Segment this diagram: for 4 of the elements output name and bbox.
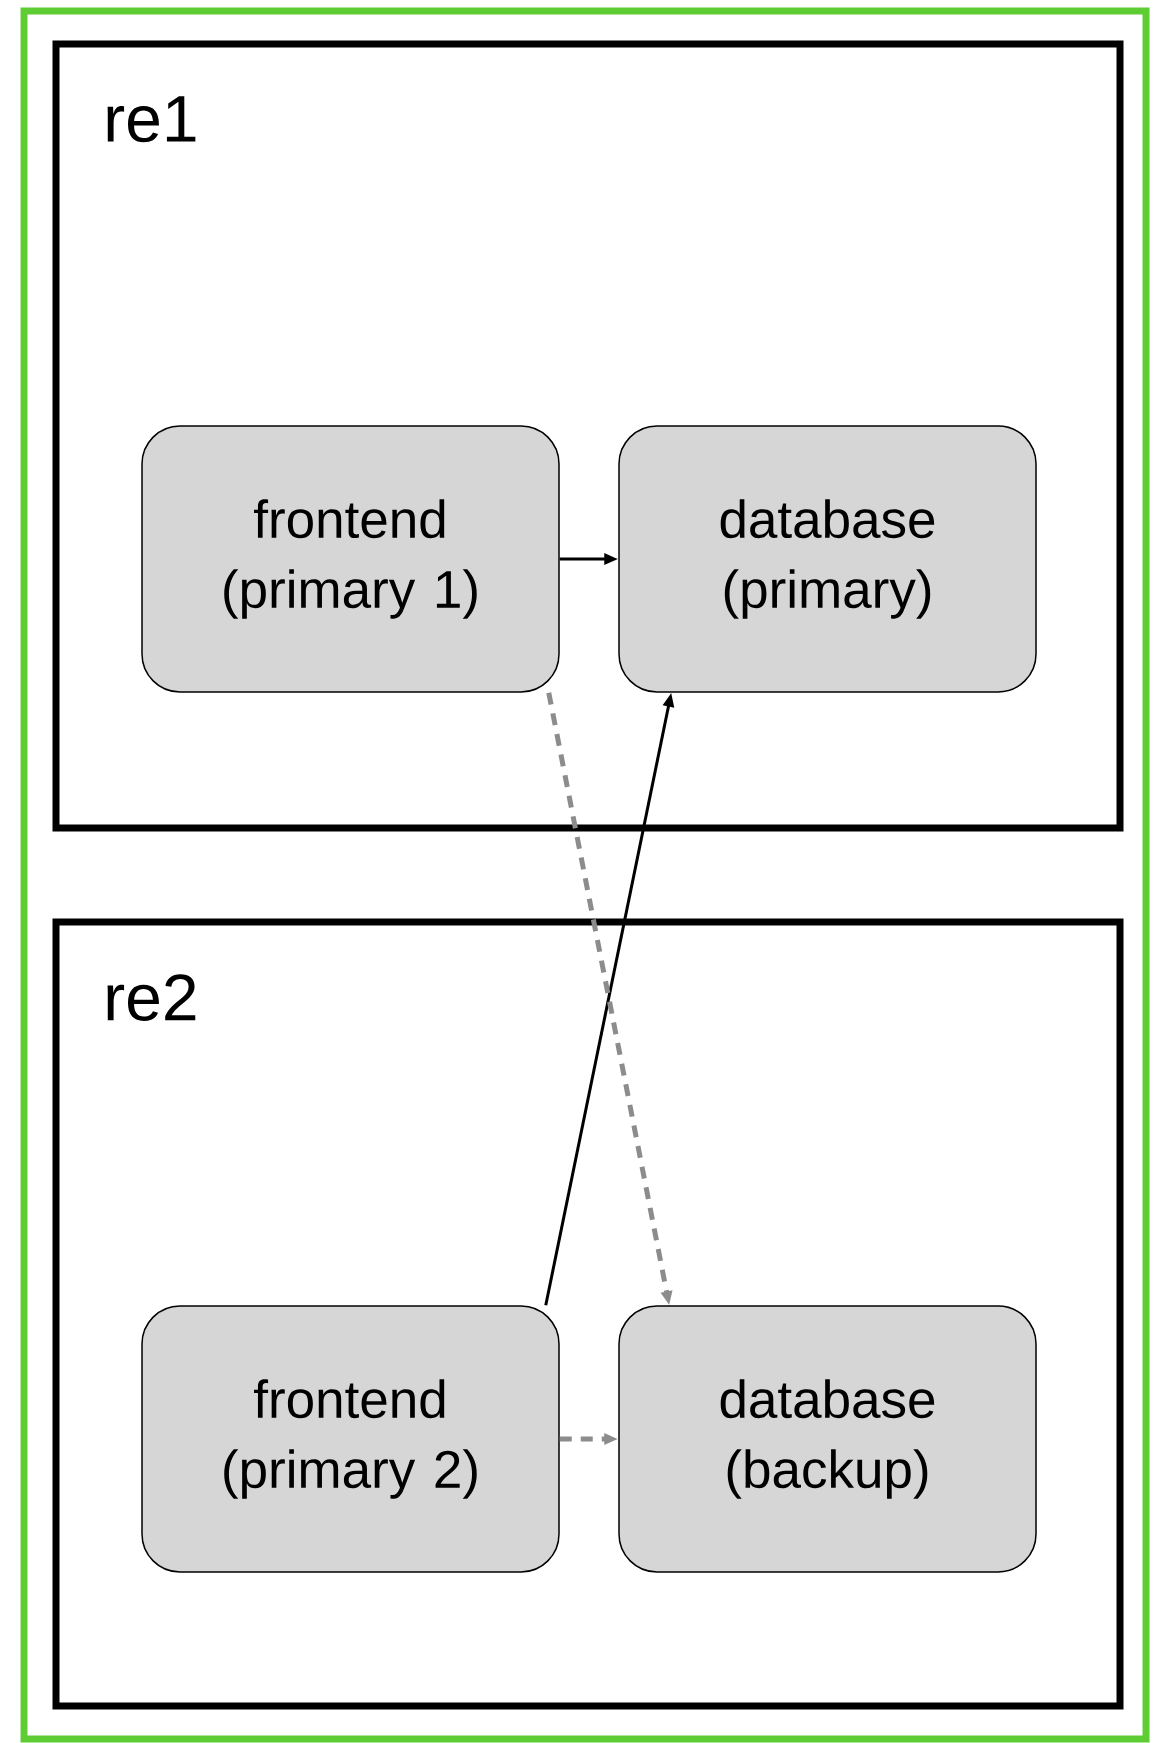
process-box: frontend (primary 2) — [141, 1305, 560, 1573]
process-box: database (primary) — [618, 425, 1037, 693]
process-box: frontend (primary 1) — [141, 425, 560, 693]
process-box: database (backup) — [618, 1305, 1037, 1573]
